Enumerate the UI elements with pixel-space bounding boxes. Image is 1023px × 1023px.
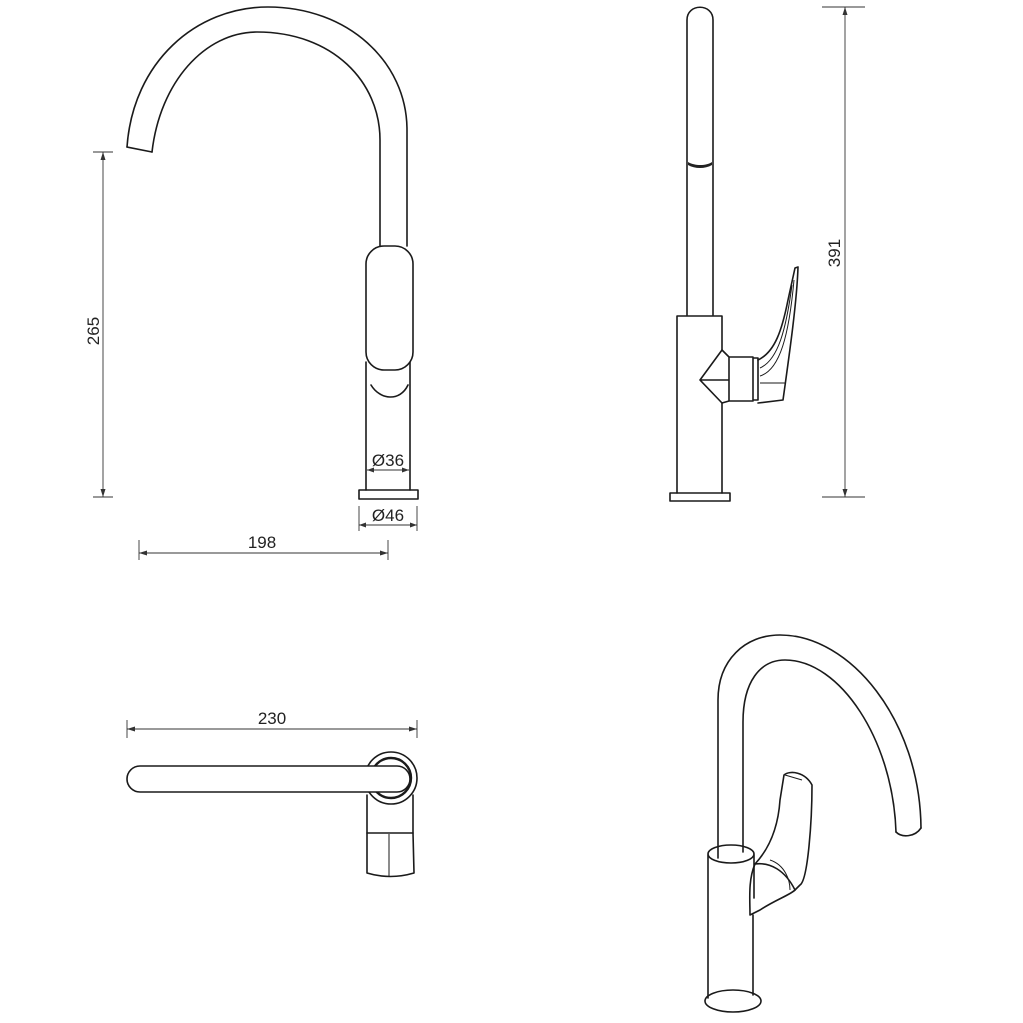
iso-lever xyxy=(754,771,813,891)
iso-spout-tip xyxy=(895,827,922,837)
lever-top xyxy=(366,832,415,878)
isometric-view xyxy=(704,634,922,1013)
spout-top xyxy=(126,765,411,793)
lever-handle xyxy=(757,266,799,404)
valve-collar xyxy=(752,357,759,401)
top-view: 230 xyxy=(126,709,418,878)
dim-top-length: 230 xyxy=(258,709,286,728)
dim-height: 265 xyxy=(84,317,103,345)
top-body xyxy=(366,794,414,834)
dim-base-diameter: Ø46 xyxy=(372,506,404,525)
side-view: 391 xyxy=(669,6,865,502)
dim-total-height: 391 xyxy=(825,239,844,267)
iso-spout-outer xyxy=(717,634,922,859)
base-plate xyxy=(358,489,419,500)
iso-spout-inner xyxy=(742,659,897,853)
handle xyxy=(365,245,414,371)
dim-reach: 198 xyxy=(248,533,276,552)
body xyxy=(365,361,411,491)
iso-valve xyxy=(748,863,796,916)
spout-tip xyxy=(126,146,153,153)
dim-body-diameter: Ø36 xyxy=(372,451,404,470)
spout-outer xyxy=(126,6,408,247)
iso-body-top xyxy=(707,844,755,864)
spout-pipe xyxy=(686,6,714,316)
front-view: Ø36 Ø46 198 265 xyxy=(84,6,419,560)
iso-body xyxy=(707,854,755,999)
side-base xyxy=(669,492,731,502)
spout-inner xyxy=(151,31,381,247)
side-body xyxy=(676,315,723,494)
valve-cone xyxy=(699,349,754,404)
pipe-joint xyxy=(688,162,712,168)
handle-base-arc xyxy=(370,384,409,398)
iso-base xyxy=(704,989,762,1013)
